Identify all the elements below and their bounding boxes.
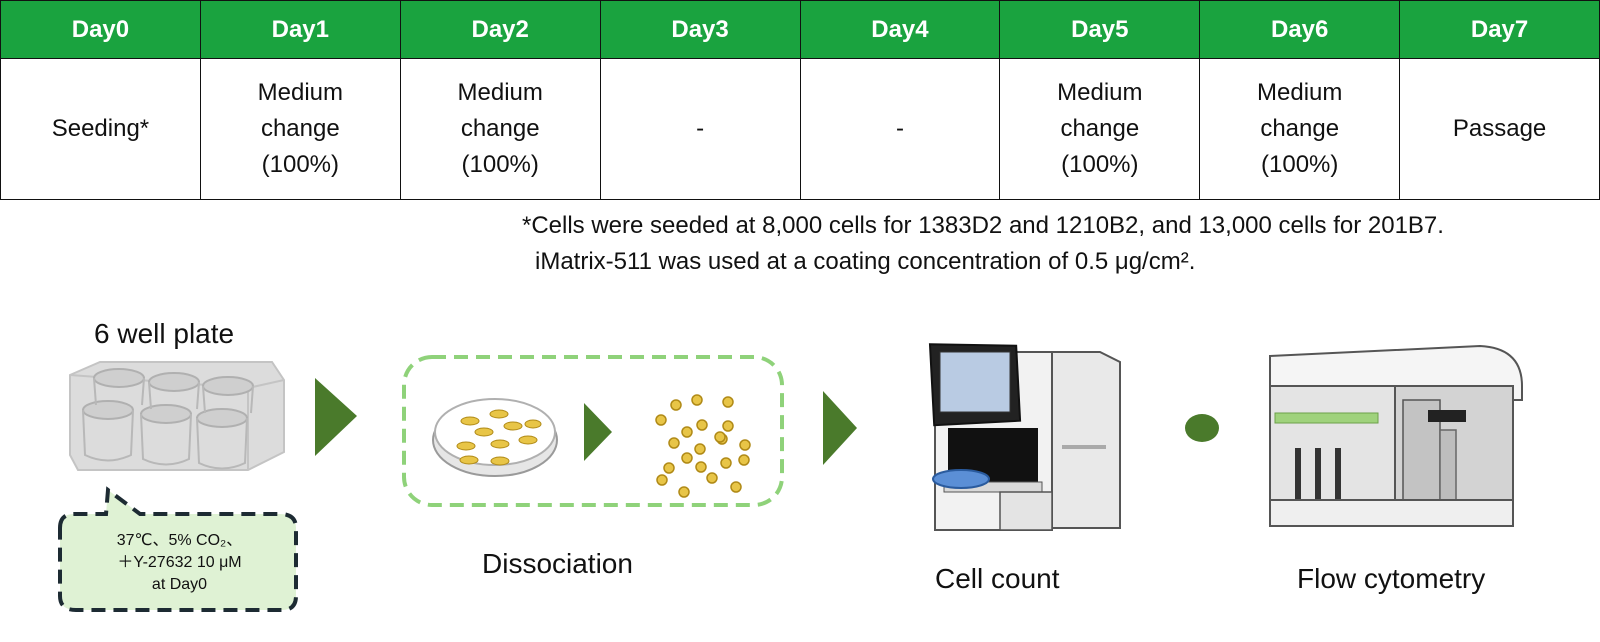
flow-cytometer-icon: [1269, 344, 1523, 527]
day-header-row: Day0 Day1 Day2 Day3 Day4 Day5 Day6 Day7: [0, 0, 1600, 59]
culture-conditions: 37℃、5% CO₂、 ＋Y-27632 10 μM at Day0: [62, 520, 297, 610]
arrow-right-icon: [584, 403, 612, 461]
day-header: Day3: [599, 0, 801, 59]
cell-count-label: Cell count: [935, 563, 1060, 594]
petri-dish-icon: [432, 398, 558, 477]
task-cell: -: [799, 58, 1001, 200]
well-plate-icon: [69, 361, 285, 471]
condition-line: ＋Y-27632 10 μM: [117, 554, 242, 571]
cell-counter-icon: [928, 343, 1121, 531]
condition-line: at Day0: [151, 576, 208, 593]
separator-dot-icon: [1185, 414, 1219, 442]
day-header: Day0: [0, 0, 201, 59]
flow-cytometry-label: Flow cytometry: [1297, 563, 1486, 594]
footnote-coating: iMatrix-511 was used at a coating concen…: [535, 248, 1196, 275]
schedule-table: Day0 Day1 Day2 Day3 Day4 Day5 Day6 Day7 …: [0, 0, 1600, 200]
dissociation-label: Dissociation: [482, 548, 633, 579]
footnote-seeding: *Cells were seeded at 8,000 cells for 13…: [522, 212, 1444, 239]
arrow-right-icon: [315, 378, 357, 456]
day-header: Day1: [199, 0, 401, 59]
dissociation-frame: [402, 355, 784, 507]
day-header: Day7: [1399, 0, 1600, 59]
condition-line: 37℃、5% CO₂、: [116, 532, 243, 549]
task-cell: Medium change (100%): [1199, 58, 1401, 200]
task-cell: -: [599, 58, 801, 200]
task-cell: Medium change (100%): [199, 58, 401, 200]
day-header: Day4: [799, 0, 1001, 59]
task-cell: Passage: [1399, 58, 1600, 200]
arrow-right-icon: [823, 391, 857, 465]
well-plate-title: 6 well plate: [94, 318, 235, 349]
task-cell: Medium change (100%): [999, 58, 1201, 200]
task-cell: Seeding*: [0, 58, 201, 200]
day-header: Day5: [999, 0, 1201, 59]
condition-callout: [58, 486, 298, 612]
task-cell: Medium change (100%): [399, 58, 601, 200]
single-cells-icon: [655, 394, 751, 498]
day-header: Day6: [1199, 0, 1401, 59]
task-row: Seeding* Medium change (100%) Medium cha…: [0, 58, 1600, 200]
